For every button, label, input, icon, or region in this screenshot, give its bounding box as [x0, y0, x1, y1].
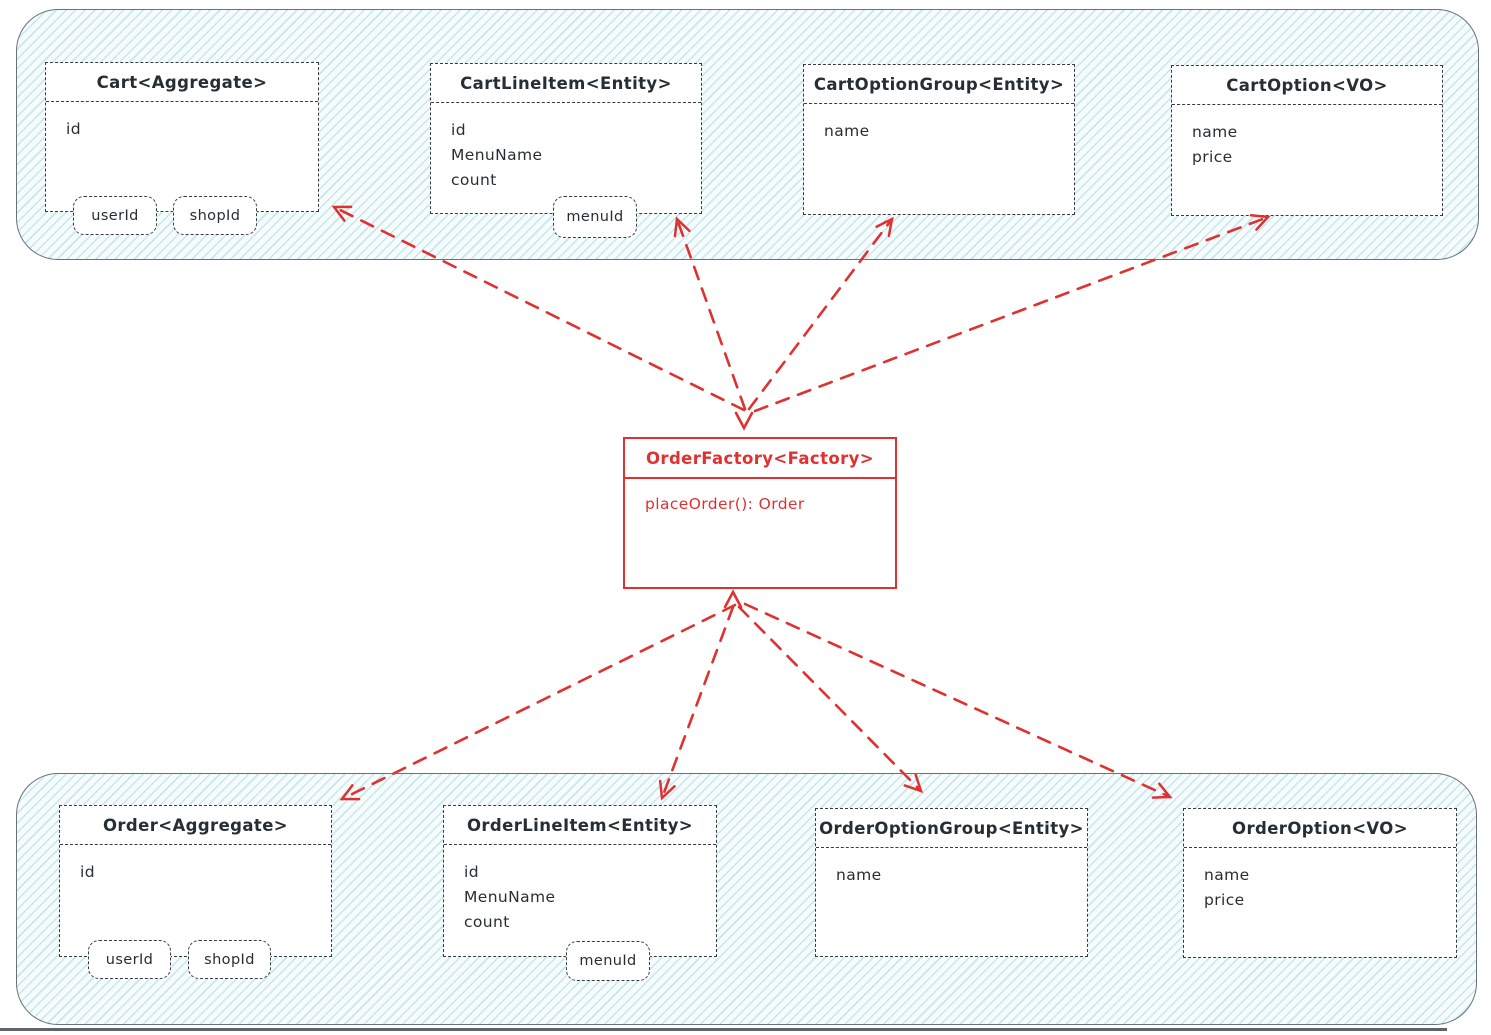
class-title: OrderOptionGroup<Entity> [816, 809, 1087, 848]
class-box-order: Order<Aggregate> id userId shopId [59, 805, 332, 979]
class-box-cartoptiongroup: CartOptionGroup<Entity> name [803, 64, 1075, 215]
class-box-cartlineitem: CartLineItem<Entity> id MenuName count m… [430, 63, 702, 238]
class-box-orderoptiongroup: OrderOptionGroup<Entity> name [815, 808, 1088, 957]
class-fields: name [816, 848, 1087, 888]
field: id [464, 863, 479, 881]
class-title: OrderOption<VO> [1184, 809, 1456, 848]
class-title: CartOption<VO> [1172, 66, 1442, 105]
class-title: Cart<Aggregate> [46, 63, 318, 102]
arrowhead-into-factory-top [734, 411, 754, 431]
field: id [451, 121, 466, 139]
tag-shopid: shopId [173, 196, 257, 235]
class-title: Order<Aggregate> [60, 806, 331, 845]
arrow-factory-to-order [339, 603, 737, 801]
class-fields: id [46, 102, 318, 142]
tag-userid: userId [88, 940, 171, 979]
tag-userid: userId [73, 196, 157, 235]
tag-shopid: shopId [188, 940, 271, 979]
field: count [464, 913, 510, 931]
field: name [1204, 866, 1250, 884]
class-box-cart: Cart<Aggregate> id userId shopId [45, 62, 319, 235]
class-fields: name price [1172, 105, 1442, 170]
class-box-cartoption: CartOption<VO> name price [1171, 65, 1443, 216]
field: name [1192, 123, 1238, 141]
tag-menuid: menuId [553, 196, 637, 238]
field: name [836, 866, 882, 884]
class-methods: placeOrder(): Order [625, 479, 895, 517]
class-title: OrderLineItem<Entity> [444, 806, 716, 845]
tag-menuid: menuId [566, 941, 650, 981]
bottom-edge-line [0, 1028, 1447, 1031]
class-fields: name [804, 104, 1074, 144]
class-fields: id [60, 845, 331, 885]
class-title: OrderFactory<Factory> [625, 439, 895, 479]
class-fields: id MenuName count [444, 845, 716, 935]
arrow-factory-to-orderoptiongroup [737, 605, 923, 793]
arrow-factory-to-orderoption [743, 602, 1173, 799]
arrow-factory-to-orderlineitem [658, 605, 735, 801]
class-box-orderoption: OrderOption<VO> name price [1183, 808, 1457, 958]
class-title: CartOptionGroup<Entity> [804, 65, 1074, 104]
field: price [1204, 891, 1245, 909]
field: name [824, 122, 870, 140]
field: MenuName [464, 888, 556, 906]
class-title: CartLineItem<Entity> [431, 64, 701, 103]
field: price [1192, 148, 1233, 166]
arrowhead-into-factory-bottom [723, 589, 743, 609]
class-fields: name price [1184, 848, 1456, 913]
field: id [80, 863, 95, 881]
field: count [451, 171, 497, 189]
method: placeOrder(): Order [645, 495, 805, 513]
class-box-orderlineitem: OrderLineItem<Entity> id MenuName count … [443, 805, 717, 981]
class-fields: id MenuName count [431, 103, 701, 193]
field: id [66, 120, 81, 138]
class-box-orderfactory: OrderFactory<Factory> placeOrder(): Orde… [623, 437, 897, 589]
field: MenuName [451, 146, 543, 164]
